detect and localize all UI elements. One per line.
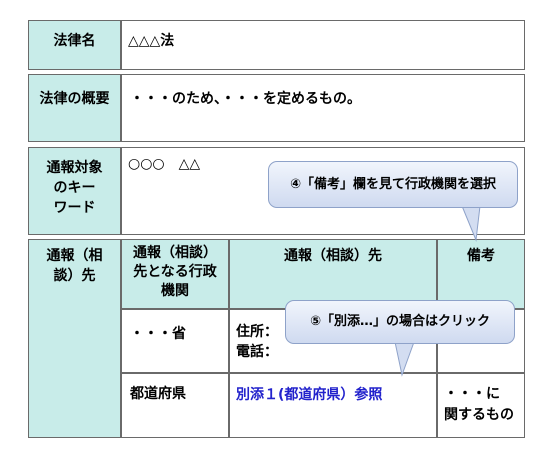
agency-header-line: 機関 <box>161 283 189 299</box>
remarks-column-header: 備考 <box>437 239 525 309</box>
law-summary-label-text: 法律の概要 <box>39 91 110 107</box>
contact-phone-line: 電話： <box>236 344 278 360</box>
contact-section-label-line: 談）先 <box>53 268 96 284</box>
keywords-label: 通報対象 のキー ワード <box>28 147 121 235</box>
law-name-value: △△△法 <box>121 20 525 70</box>
step5-callout: ⑤「別添…」の場合はクリック <box>285 300 515 344</box>
law-summary-value-text: ・・・のため、・・・を定めるもの。 <box>130 91 361 107</box>
agency-header-line: 先となる行政 <box>133 264 217 280</box>
keywords-label-line: 通報対象 <box>46 160 103 176</box>
remarks-line: ・・・に <box>444 386 500 402</box>
law-name-label: 法律名 <box>28 20 121 70</box>
prefecture-appendix-link[interactable]: 別添１(都道府県）参照 <box>236 387 383 403</box>
keywords-value-text: ○○○ △△ <box>128 156 201 172</box>
agency-cell-text: ・・・省 <box>130 326 186 342</box>
step4-callout-text: ④「備考」欄を見て行政機関を選択 <box>289 177 496 192</box>
remarks-header-text: 備考 <box>467 248 495 264</box>
agency-column-header: 通報（相談） 先となる行政 機関 <box>121 239 229 309</box>
keywords-label-line: のキー <box>53 180 96 196</box>
keywords-label-line: ワード <box>53 200 96 216</box>
contact-address-line: 住所： <box>236 324 278 340</box>
agency-header-line: 通報（相談） <box>133 245 217 261</box>
step4-callout: ④「備考」欄を見て行政機関を選択 <box>268 161 518 208</box>
law-summary-label: 法律の概要 <box>28 74 121 142</box>
contact-header-text: 通報（相談）先 <box>284 248 382 264</box>
table-row-agency: 都道府県 <box>121 373 229 438</box>
step5-callout-text: ⑤「別添…」の場合はクリック <box>309 314 490 329</box>
law-name-value-text: △△△法 <box>128 33 175 49</box>
law-name-label-text: 法律名 <box>53 33 96 49</box>
table-row-remarks: ・・・に 関するもの <box>437 373 525 438</box>
contact-section-label-line: 通報（相 <box>46 248 103 264</box>
contact-section-label: 通報（相 談）先 <box>28 239 121 438</box>
agency-cell-text: 都道府県 <box>130 386 186 402</box>
remarks-line: 関するもの <box>444 407 514 423</box>
law-summary-value: ・・・のため、・・・を定めるもの。 <box>121 74 525 142</box>
table-row-contact: 別添１(都道府県）参照 <box>229 373 437 438</box>
table-row-agency: ・・・省 <box>121 309 229 373</box>
